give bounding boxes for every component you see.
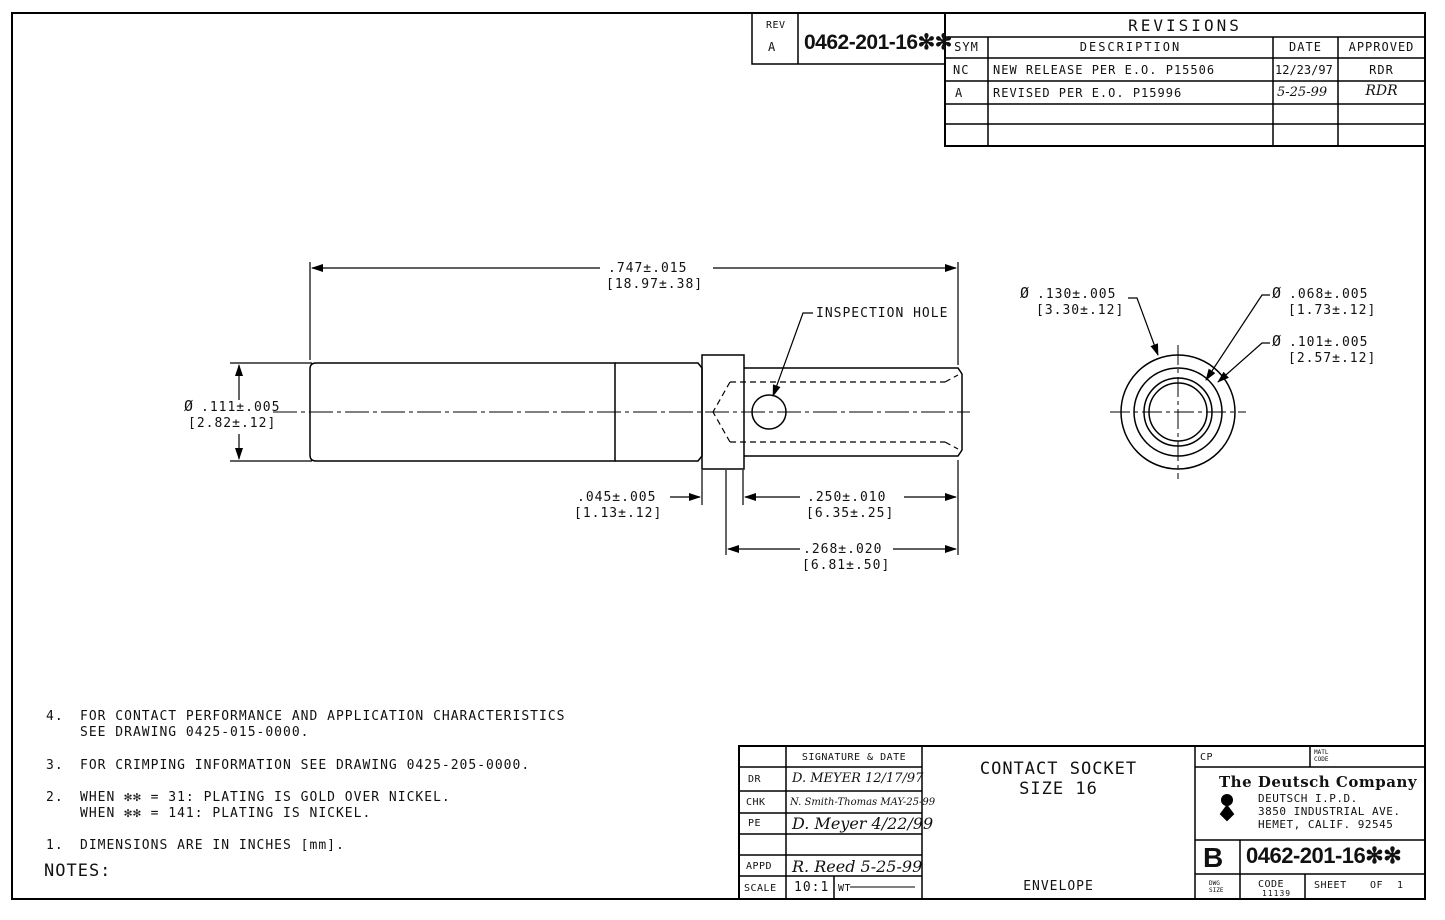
rev-drawing-number: 0462-201-16✻✻: [804, 31, 952, 54]
rev-row-2-description: REVISED PER E.O. P15996: [993, 86, 1183, 100]
note-2-number: 2.: [46, 790, 64, 805]
end-view-leaders: [1128, 294, 1270, 383]
dim-od-body-in: .101±.005: [1289, 335, 1369, 350]
rev-row-1-sym: NC: [953, 63, 970, 77]
title-block-drawing-number: 0462-201-16✻✻: [1246, 843, 1402, 868]
sig-label-pe: PE: [748, 818, 762, 829]
sig-value-appd: R. Reed 5-25-99: [792, 857, 923, 876]
envelope-label: ENVELOPE: [1023, 879, 1094, 894]
company-address-2: HEMET, CALIF. 92545: [1258, 818, 1394, 831]
sig-label-appd: APPD: [746, 861, 773, 872]
rev-value: A: [768, 40, 777, 54]
inspection-hole-label: INSPECTION HOLE: [816, 306, 949, 321]
drawing-title-line1: CONTACT SOCKET: [979, 759, 1138, 779]
rev-col-description: DESCRIPTION: [1079, 40, 1182, 54]
rev-row-1-approved: RDR: [1369, 63, 1394, 77]
contact-end-view: [1110, 345, 1246, 479]
deutsch-logo: [1219, 794, 1235, 822]
note-4-number: 4.: [46, 709, 64, 724]
dim-socket-length-mm: [6.81±.50]: [802, 558, 891, 573]
company-name: The Deutsch Company: [1219, 773, 1418, 791]
rev-col-approved: APPROVED: [1348, 40, 1415, 54]
hidden-bore-lines: [712, 374, 959, 450]
rev-row-2-sym: A: [955, 86, 964, 100]
sig-value-pe: D. Meyer 4/22/99: [792, 814, 934, 833]
crimp-barrel: [309, 362, 616, 462]
note-4-line1: FOR CONTACT PERFORMANCE AND APPLICATION …: [80, 709, 566, 724]
dwg-size-value: B: [1203, 842, 1223, 873]
code-label: CODE: [1258, 879, 1285, 890]
dim-id-bore-symbol: Ø: [1272, 284, 1283, 302]
company-address-1: 3850 INDUSTRIAL AVE.: [1258, 805, 1401, 818]
wt-label: WT: [838, 883, 852, 894]
dim-body-dia-mm: [2.82±.12]: [188, 416, 277, 431]
rev-col-sym: SYM: [954, 40, 979, 54]
scale-label: SCALE: [744, 883, 777, 894]
notes-title: NOTES:: [44, 861, 112, 881]
cp-label: CP: [1200, 752, 1214, 763]
dim-od-collar-in: .130±.005: [1037, 287, 1117, 302]
dim-od-body-symbol: Ø: [1272, 332, 1283, 350]
note-4-line2: SEE DRAWING 0425-015-0000.: [80, 725, 310, 740]
rev-row-1-date: 12/23/97: [1275, 63, 1333, 77]
rev-row-1-description: NEW RELEASE PER E.O. P15506: [993, 63, 1216, 77]
sig-label-dr: DR: [748, 774, 762, 785]
note-1-line1: DIMENSIONS ARE IN INCHES [mm].: [80, 838, 345, 853]
sheet-label: SHEET: [1314, 880, 1347, 891]
rev-block-frame: [751, 13, 945, 65]
sheet-border: [11, 12, 1426, 900]
note-2-line2: WHEN ✻✻ = 141: PLATING IS NICKEL.: [80, 806, 372, 821]
dim-od-collar-symbol: Ø: [1020, 284, 1031, 302]
company-division: DEUTSCH I.P.D.: [1258, 792, 1358, 805]
sig-label-chk: CHK: [746, 797, 766, 808]
revisions-table-frame: [944, 12, 1426, 147]
dim-collar-width-mm: [1.13±.12]: [574, 506, 663, 521]
rev-row-2-date: 5-25-99: [1277, 85, 1328, 100]
sig-value-dr: D. MEYER 12/17/97: [792, 771, 924, 786]
note-2-line1: WHEN ✻✻ = 31: PLATING IS GOLD OVER NICKE…: [80, 790, 451, 805]
scale-value: 10:1: [794, 880, 830, 895]
dim-collar-width-in: .045±.005: [577, 490, 657, 505]
dim-overall-length-in: .747±.015: [608, 261, 688, 276]
dim-bore-depth-mm: [6.35±.25]: [806, 506, 895, 521]
note-3-line1: FOR CRIMPING INFORMATION SEE DRAWING 042…: [80, 758, 531, 773]
side-view-dimensions: [230, 262, 959, 555]
drawing-title-line2: SIZE 16: [1019, 779, 1098, 799]
dim-body-dia-in: .111±.005: [201, 400, 281, 415]
dim-od-collar-mm: [3.30±.12]: [1036, 303, 1125, 318]
rev-col-date: DATE: [1289, 40, 1322, 54]
signature-header: SIGNATURE & DATE: [801, 752, 907, 763]
note-3-number: 3.: [46, 758, 64, 773]
dim-id-bore-in: .068±.005: [1289, 287, 1369, 302]
revisions-title: REVISIONS: [1128, 16, 1242, 35]
code-value: 11139: [1262, 889, 1292, 898]
rev-row-2-approved: RDR: [1365, 83, 1398, 99]
note-1-number: 1.: [46, 838, 64, 853]
dim-overall-length-mm: [18.97±.38]: [606, 277, 704, 292]
dim-id-bore-mm: [1.73±.12]: [1288, 303, 1377, 318]
dim-od-body-mm: [2.57±.12]: [1288, 351, 1377, 366]
dim-bore-depth-in: .250±.010: [807, 490, 887, 505]
matl-code-label: MATL CODE: [1314, 749, 1329, 763]
title-block-frame: [738, 745, 1426, 900]
sig-value-chk: N. Smith-Thomas MAY-25-99: [790, 797, 936, 808]
rev-label: REV: [766, 20, 786, 31]
dim-socket-length-in: .268±.020: [803, 542, 883, 557]
sheet-total: 1: [1397, 880, 1404, 891]
dwg-size-label: DWG SIZE: [1209, 880, 1224, 894]
dim-body-dia-symbol: Ø: [184, 397, 195, 415]
sheet-of-label: OF: [1370, 880, 1384, 891]
